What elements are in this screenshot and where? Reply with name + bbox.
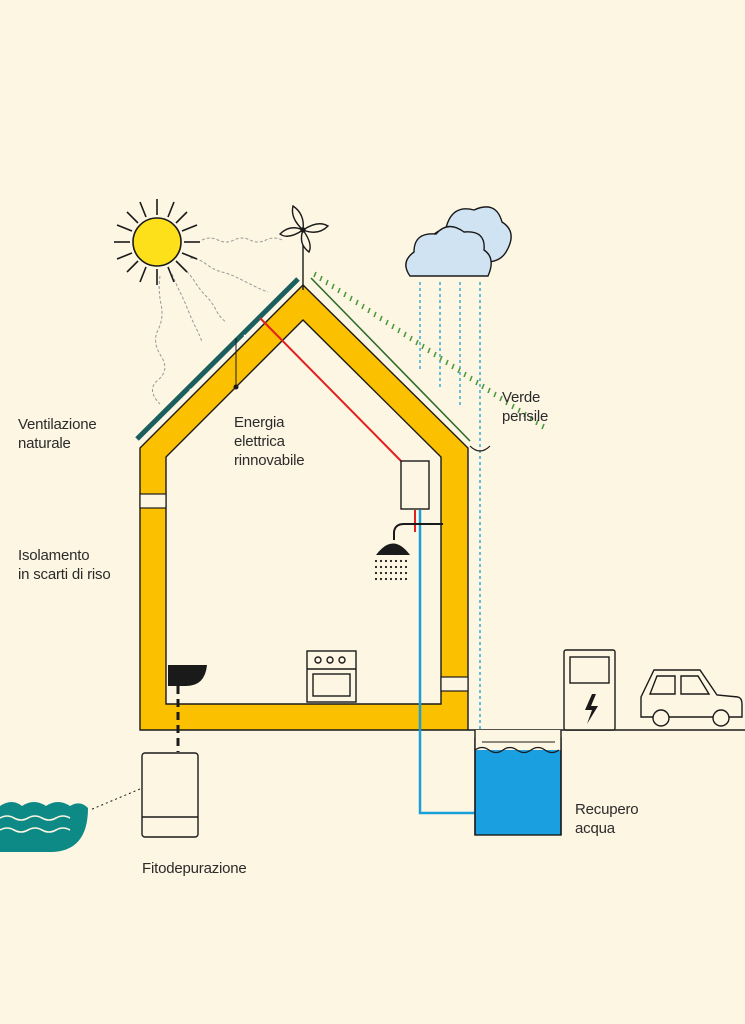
label-energia: Energia elettrica rinnovabile <box>234 414 305 469</box>
ev-charger-icon <box>563 649 616 731</box>
cloud-icon <box>405 206 512 277</box>
label-verde: Verde pensile <box>502 389 549 425</box>
sun-rays <box>152 237 283 405</box>
water-tank <box>474 730 562 836</box>
car-icon <box>640 669 743 727</box>
electric-line <box>259 317 402 462</box>
stove-icon <box>306 650 357 703</box>
vent-left <box>139 493 167 509</box>
water-line <box>418 510 475 815</box>
vent-right <box>440 676 469 692</box>
label-recupero: Recupero acqua <box>575 801 639 837</box>
gutter <box>469 445 491 452</box>
green-roof <box>310 271 545 442</box>
pond-icon <box>0 802 88 852</box>
sink-icon <box>168 665 207 686</box>
inverter-box <box>400 460 430 510</box>
label-ventilazione: Ventilazione naturale <box>18 416 97 452</box>
rain-lines <box>419 282 481 738</box>
solar-panel <box>135 277 300 441</box>
label-fitodepurazione: Fitodepurazione <box>142 860 247 877</box>
shower-icon <box>374 523 443 581</box>
sun-icon <box>114 199 200 285</box>
phytodepuration-tank <box>141 752 199 838</box>
label-isolamento: Isolamento in scarti di riso <box>18 547 111 583</box>
pond-connector <box>89 788 141 811</box>
wind-turbine-icon <box>278 204 330 290</box>
house-walls <box>139 284 469 731</box>
